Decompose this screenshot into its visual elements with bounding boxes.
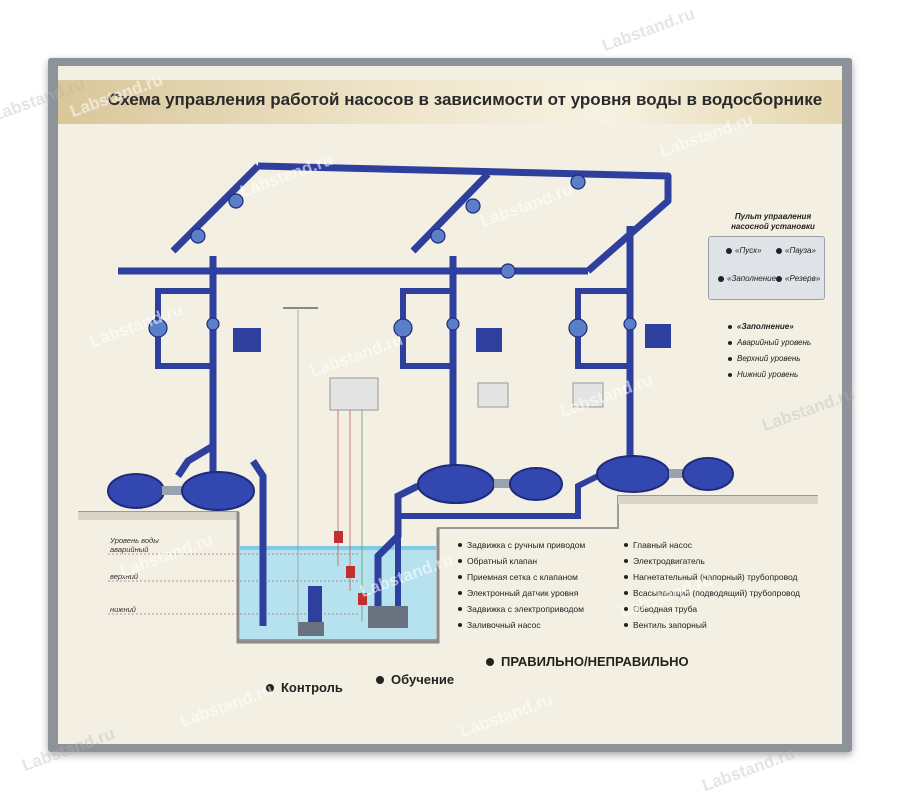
bullet-icon <box>624 543 628 547</box>
legend-item: Заливочный насос <box>458 620 541 630</box>
bullet-icon <box>458 607 462 611</box>
indicator-emergency: Аварийный уровень <box>728 338 811 347</box>
bullet-icon <box>624 575 628 579</box>
led-icon <box>776 247 782 254</box>
legend-item: Всасывающий (подводящий) трубопровод <box>624 588 800 598</box>
pit-walls <box>236 512 440 644</box>
indicator-dot-icon <box>728 324 732 329</box>
led-icon <box>718 275 724 282</box>
bullet-icon <box>624 559 628 563</box>
pump-unit-1 <box>107 442 324 636</box>
legend-item: Задвижка с ручным приводом <box>458 540 585 550</box>
electric-actuators <box>233 324 671 352</box>
control-boxes <box>329 377 604 411</box>
indicator-lower: Нижний уровень <box>728 370 798 379</box>
bullet-icon <box>458 543 462 547</box>
legend-item: Приемная сетка с клапаном <box>458 572 578 582</box>
pause-button[interactable]: «Пауза» <box>776 246 816 255</box>
legend-item: Обратный клапан <box>458 556 537 566</box>
level-lower-label: нижний <box>110 605 136 614</box>
legend-item: Электродвигатель <box>624 556 705 566</box>
mode-control-button[interactable]: Контроль <box>266 680 343 695</box>
mode-training-button[interactable]: Обучение <box>376 672 454 687</box>
level-emergency-label: Уровень воды аварийный <box>110 536 159 554</box>
indicator-upper: Верхний уровень <box>728 354 800 363</box>
title-band <box>58 80 842 124</box>
level-sensors <box>334 531 367 605</box>
mode-dot-icon <box>376 675 384 684</box>
valves <box>148 174 637 338</box>
legend-item: Главный насос <box>624 540 692 550</box>
bullet-icon <box>458 559 462 563</box>
indicator-fill: «Заполнение» <box>728 322 794 331</box>
legend-item: Электронный датчик уровня <box>458 588 578 598</box>
control-panel-title: Пульт управления насосной установки <box>731 212 815 231</box>
indicator-dot-icon <box>728 372 732 377</box>
bullet-icon <box>624 607 628 611</box>
indicator-dot-icon <box>728 340 732 345</box>
pump-unit-3 <box>386 455 734 628</box>
bullet-icon <box>624 623 628 627</box>
led-icon <box>776 275 782 282</box>
bullet-icon <box>458 575 462 579</box>
legend-item: Задвижка с электроприводом <box>458 604 584 614</box>
legend-item: Обводная труба <box>624 604 697 614</box>
mode-dot-icon <box>266 683 274 692</box>
pump-scheme <box>78 162 818 644</box>
bullet-icon <box>458 591 462 595</box>
bullet-icon <box>458 623 462 627</box>
mode-check-button[interactable]: ПРАВИЛЬНО/НЕПРАВИЛЬНО <box>486 654 689 669</box>
start-button[interactable]: «Пуск» <box>726 246 761 255</box>
mode-dot-icon <box>486 657 494 666</box>
level-upper-label: верхний <box>110 572 139 581</box>
led-icon <box>726 247 732 254</box>
control-panel <box>708 236 825 300</box>
fill-button[interactable]: «Заполнение» <box>718 274 781 283</box>
watermark: Labstand.ru <box>599 3 698 56</box>
legend-item: Нагнетательный (напорный) трубопровод <box>624 572 797 582</box>
diagram-board: Схема управления работой насосов в завис… <box>58 66 842 744</box>
page-title: Схема управления работой насосов в завис… <box>108 90 823 109</box>
indicator-dot-icon <box>728 356 732 361</box>
legend-item: Вентиль запорный <box>624 620 707 630</box>
pump-unit-2 <box>368 464 563 628</box>
reserve-button[interactable]: «Резерв» <box>776 274 820 283</box>
bullet-icon <box>624 591 628 595</box>
